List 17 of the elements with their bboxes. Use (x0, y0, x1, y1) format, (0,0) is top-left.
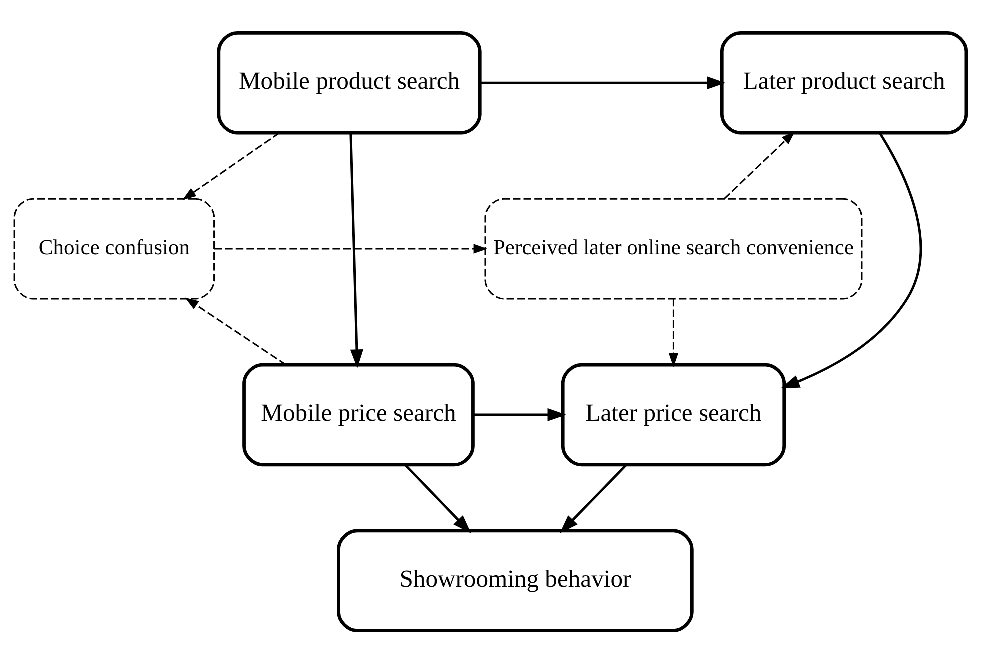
node-box: Showrooming behavior (337, 528, 694, 632)
arrow (560, 464, 628, 534)
node-box: Later product search (720, 30, 968, 134)
arrow (214, 244, 488, 254)
arrow (480, 76, 726, 90)
arrow (780, 132, 922, 388)
arrow (350, 132, 364, 368)
arrow (474, 408, 567, 422)
arrow (185, 297, 286, 366)
node-box: Mobile product search (217, 30, 482, 134)
arrow (182, 132, 280, 200)
node-box: Perceived later online search convenience (484, 198, 863, 300)
arrow (404, 464, 472, 534)
node-box: Mobile price search (242, 362, 475, 466)
node-box: Choice confusion (14, 198, 216, 300)
node-box: Later price search (561, 362, 786, 466)
arrow (668, 298, 679, 367)
